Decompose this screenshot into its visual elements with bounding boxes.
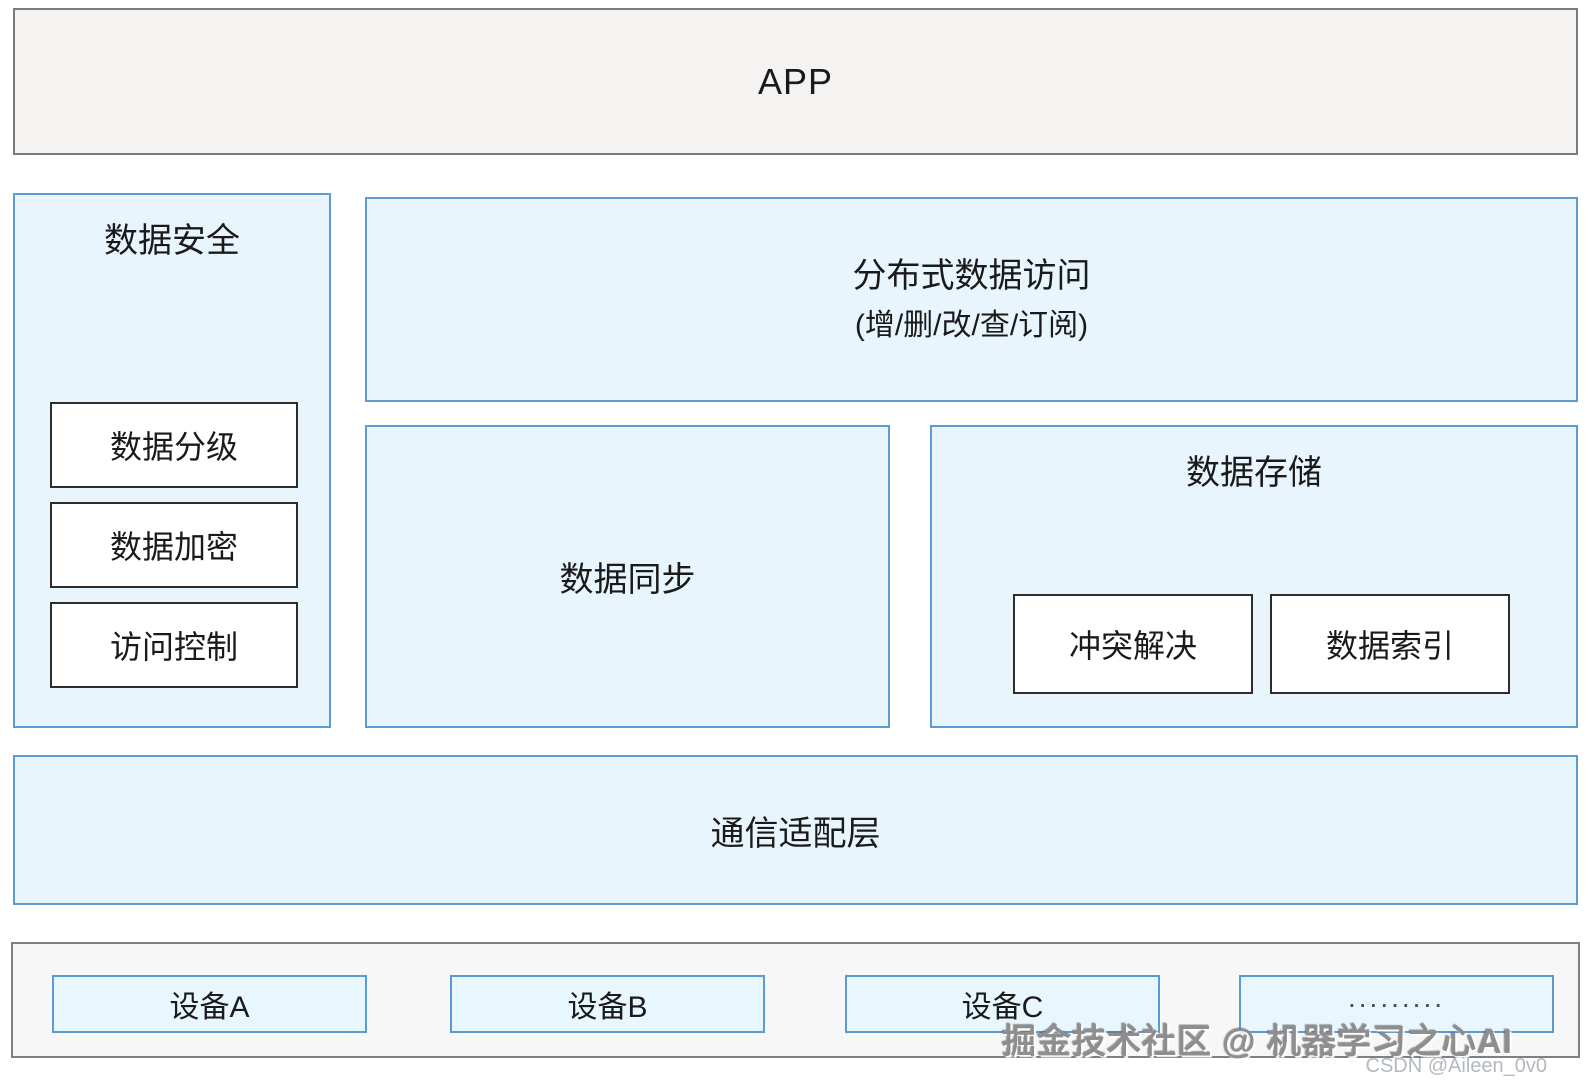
conflict-resolution-label: 冲突解决 [1068,628,1197,664]
distributed-access-subtitle: (增/删/改/查/订阅) [854,308,1089,342]
data-encryption-label: 数据加密 [109,529,238,565]
watermark-csdn: CSDN @Aileen_0v0 [1365,1055,1548,1077]
data-index-box: 数据索引 [1270,594,1510,694]
data-storage-box: 数据存储 冲突解决 数据索引 [930,425,1578,728]
data-security-title: 数据安全 [104,222,240,260]
access-control-label: 访问控制 [109,629,238,665]
device-b-label: 设备B [567,991,648,1024]
comm-adapter-layer-box: 通信适配层 [13,755,1578,905]
device-c-label: 设备C [961,991,1044,1024]
distributed-access-title: 分布式数据访问 [852,256,1091,295]
data-sync-label: 数据同步 [559,561,696,599]
data-storage-title: 数据存储 [1186,454,1322,492]
app-layer-label: APP [757,60,834,102]
data-grading-label: 数据分级 [109,429,238,465]
distributed-access-box: 分布式数据访问 (增/删/改/查/订阅) [365,197,1578,402]
data-sync-box: 数据同步 [365,425,890,728]
data-encryption-box: 数据加密 [50,502,298,588]
access-control-box: 访问控制 [50,602,298,688]
data-index-label: 数据索引 [1325,628,1454,664]
device-a-box: 设备A [52,975,367,1033]
devices-container: 设备A 设备B 设备C ......... [11,942,1580,1058]
device-c-box: 设备C [845,975,1160,1033]
device-a-label: 设备A [169,991,250,1024]
device-more-box: ......... [1239,975,1554,1033]
data-grading-box: 数据分级 [50,402,298,488]
watermark-community: 掘金技术社区 @ 机器学习之心AI [1001,1023,1513,1061]
data-security-box: 数据安全 数据分级 数据加密 访问控制 [13,193,331,728]
device-more-label: ......... [1347,982,1445,1013]
conflict-resolution-box: 冲突解决 [1013,594,1253,694]
comm-adapter-layer-label: 通信适配层 [710,814,881,853]
app-layer-box: APP [13,8,1578,155]
device-b-box: 设备B [450,975,765,1033]
